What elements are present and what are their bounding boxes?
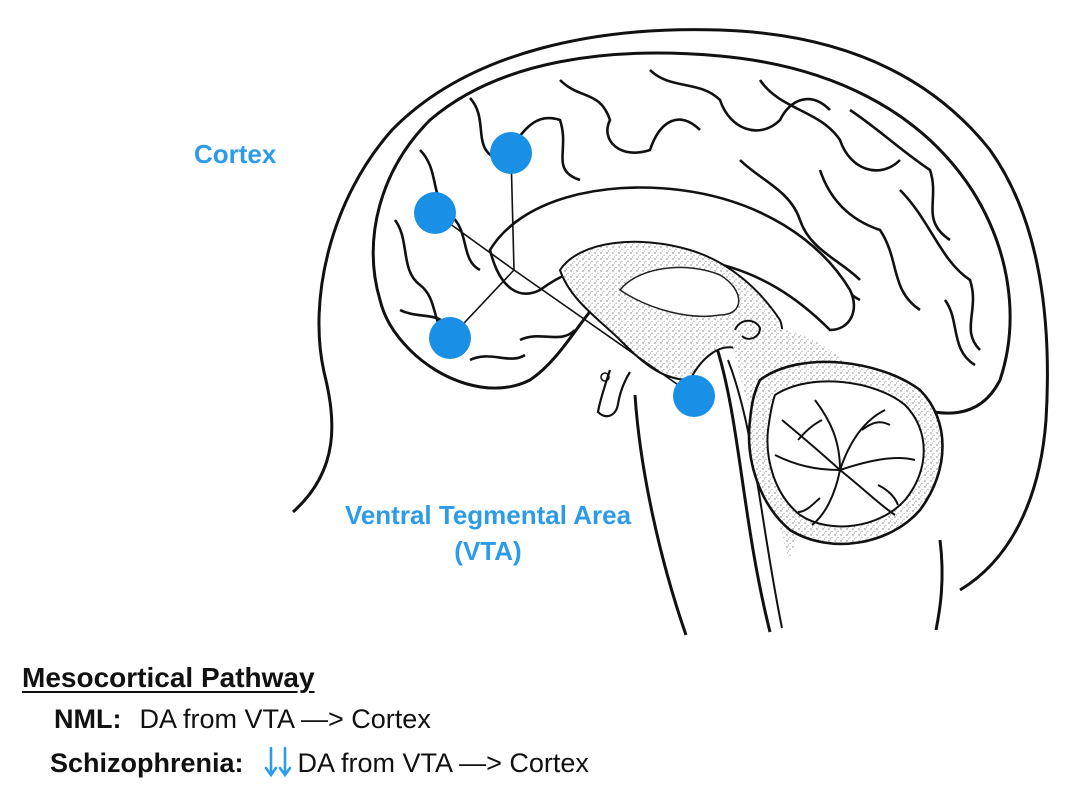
head-outline	[291, 28, 1049, 592]
vta-node	[673, 375, 715, 417]
pituitary	[596, 369, 631, 418]
vta-label-line2: (VTA)	[454, 536, 522, 566]
neck-outline	[633, 394, 688, 636]
vta-label: Ventral Tegmental Area (VTA)	[312, 502, 664, 564]
cerebellum	[747, 360, 944, 546]
dopamine-nodes	[414, 132, 715, 417]
cortex-node-frontal	[414, 192, 456, 234]
corpus-callosum	[488, 186, 856, 332]
cortex-node-lower	[429, 317, 471, 359]
vta-label-line1: Ventral Tegmental Area	[344, 500, 632, 530]
brainstem-outline	[714, 344, 772, 633]
cortex-label: Cortex	[194, 139, 277, 169]
cortex-node-top	[490, 132, 532, 174]
